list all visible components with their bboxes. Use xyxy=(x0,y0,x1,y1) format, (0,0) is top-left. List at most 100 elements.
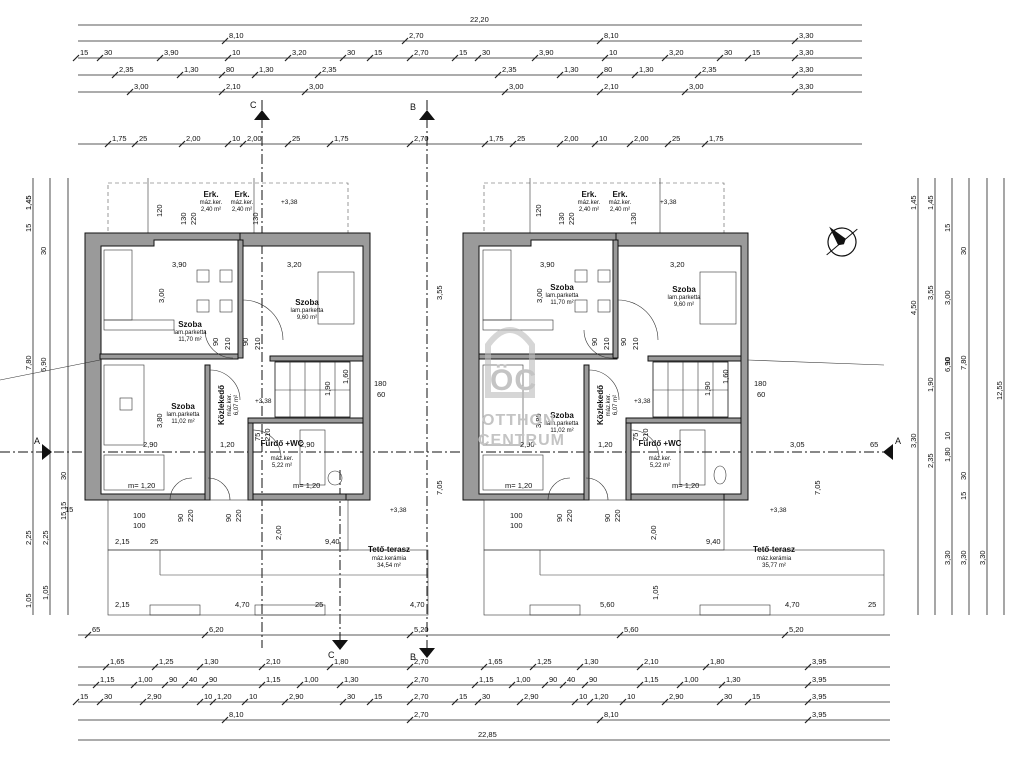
svg-text:+3,38: +3,38 xyxy=(281,199,298,206)
dim-label: 90 xyxy=(209,675,217,684)
dim-label: 2,90 xyxy=(289,692,304,701)
level-marker: +3,38 +3,38 +3,38 xyxy=(255,199,407,514)
svg-text:3,00: 3,00 xyxy=(157,288,166,303)
svg-text:2,15: 2,15 xyxy=(115,537,130,546)
dim-tick xyxy=(251,71,259,79)
section-marker-a-left: A xyxy=(34,436,52,460)
svg-text:90: 90 xyxy=(241,338,250,346)
dim-tick xyxy=(241,698,249,706)
svg-text:máz.ker.: máz.ker. xyxy=(609,200,632,206)
svg-text:90: 90 xyxy=(176,514,185,522)
svg-text:máz.kerámia: máz.kerámia xyxy=(757,556,792,562)
svg-text:90: 90 xyxy=(224,514,233,522)
svg-text:máz.kerámia: máz.kerámia xyxy=(372,556,407,562)
svg-text:130: 130 xyxy=(251,212,260,225)
svg-text:210: 210 xyxy=(253,337,262,350)
svg-text:90: 90 xyxy=(590,338,599,346)
dim-label: 10 xyxy=(579,692,587,701)
dim-label: 15 xyxy=(374,48,382,57)
svg-text:Fürdő +WC: Fürdő +WC xyxy=(261,439,304,448)
dim-label: 30 xyxy=(959,472,968,480)
svg-text:75: 75 xyxy=(631,433,640,441)
dim-label: 1,00 xyxy=(684,675,699,684)
svg-text:+3,38: +3,38 xyxy=(255,398,272,405)
dim-label: 2,25 xyxy=(41,530,50,545)
dim-tick xyxy=(804,663,812,671)
section-marker-a-right: A xyxy=(883,436,901,460)
svg-text:120: 120 xyxy=(534,204,543,217)
dim-label: 1,15 xyxy=(479,675,494,684)
dim-label: 40 xyxy=(189,675,197,684)
dim-label: 3,95 xyxy=(812,710,827,719)
dim-tick xyxy=(494,71,502,79)
level-marker: +3,38 +3,38 +3,38 xyxy=(634,199,787,514)
svg-text:+3,38: +3,38 xyxy=(770,507,787,514)
dim-tick xyxy=(636,681,644,689)
section-axes xyxy=(0,100,890,648)
dim-label: 30 xyxy=(104,48,112,57)
svg-text:4,70: 4,70 xyxy=(410,600,425,609)
dim-tick xyxy=(84,631,92,639)
dim-tick xyxy=(339,54,347,62)
dim-tick xyxy=(718,681,726,689)
dim-tick xyxy=(224,140,232,148)
svg-text:A: A xyxy=(34,436,40,446)
svg-text:210: 210 xyxy=(223,337,232,350)
dim-label: 3,20 xyxy=(669,48,684,57)
dim-label: 1,30 xyxy=(584,657,599,666)
svg-text:90: 90 xyxy=(603,514,612,522)
svg-text:B: B xyxy=(410,102,416,112)
svg-text:3,90: 3,90 xyxy=(172,260,187,269)
svg-text:11,70 m²: 11,70 m² xyxy=(550,300,573,306)
svg-text:90: 90 xyxy=(619,338,628,346)
svg-text:máz.ker.: máz.ker. xyxy=(227,393,233,416)
dim-tick xyxy=(664,140,672,148)
svg-text:9,40: 9,40 xyxy=(325,537,340,546)
inner-dims-right: 3,90 3,20 3,00 3,80 2,90 1,20 1,90 1,60 … xyxy=(505,204,878,609)
dim-label: 1,30 xyxy=(639,65,654,74)
svg-text:+3,38: +3,38 xyxy=(390,507,407,514)
dim-label: 3,90 xyxy=(164,48,179,57)
dim-tick xyxy=(694,71,702,79)
dim-tick xyxy=(631,71,639,79)
dim-tick xyxy=(501,88,509,96)
svg-text:2,00: 2,00 xyxy=(274,525,283,540)
dim-tick xyxy=(181,681,189,689)
dim-tick xyxy=(791,54,799,62)
dim-label: 5,20 xyxy=(414,625,429,634)
dim-label: 1,00 xyxy=(304,675,319,684)
svg-text:3,20: 3,20 xyxy=(287,260,302,269)
dim-label: 5,60 xyxy=(624,625,639,634)
dim-tick xyxy=(480,663,488,671)
room-bedroom-3: Szoba lam.parketta 11,02 m² xyxy=(545,411,579,434)
svg-text:220: 220 xyxy=(234,509,243,522)
svg-text:65: 65 xyxy=(870,440,878,449)
dim-label: 3,55 xyxy=(926,285,935,300)
dim-tick xyxy=(661,54,669,62)
svg-text:60: 60 xyxy=(377,390,385,399)
dim-label: 3,00 xyxy=(943,290,952,305)
dim-tick xyxy=(626,140,634,148)
section-marker-b-bottom: B xyxy=(410,648,435,662)
dim-label: 1,75 xyxy=(112,134,127,143)
dim-label: 3,00 xyxy=(689,82,704,91)
dim-label: 2,90 xyxy=(669,692,684,701)
dim-label: 30 xyxy=(724,48,732,57)
dim-tick xyxy=(744,54,752,62)
dim-label: 1,75 xyxy=(709,134,724,143)
dim-label: 30 xyxy=(482,692,490,701)
dim-tick xyxy=(281,698,289,706)
svg-text:220: 220 xyxy=(189,212,198,225)
dim-label: 30 xyxy=(39,247,48,255)
dim-tick xyxy=(716,698,724,706)
dim-tick xyxy=(804,716,812,724)
dim-label: 3,30 xyxy=(799,65,814,74)
dim-label: 1,65 xyxy=(488,657,503,666)
svg-text:100: 100 xyxy=(133,521,146,530)
dim-label: 2,25 xyxy=(24,530,33,545)
dim-label: 1,25 xyxy=(159,657,174,666)
dim-tick xyxy=(151,663,159,671)
dim-tick xyxy=(619,698,627,706)
dim-tick xyxy=(596,716,604,724)
